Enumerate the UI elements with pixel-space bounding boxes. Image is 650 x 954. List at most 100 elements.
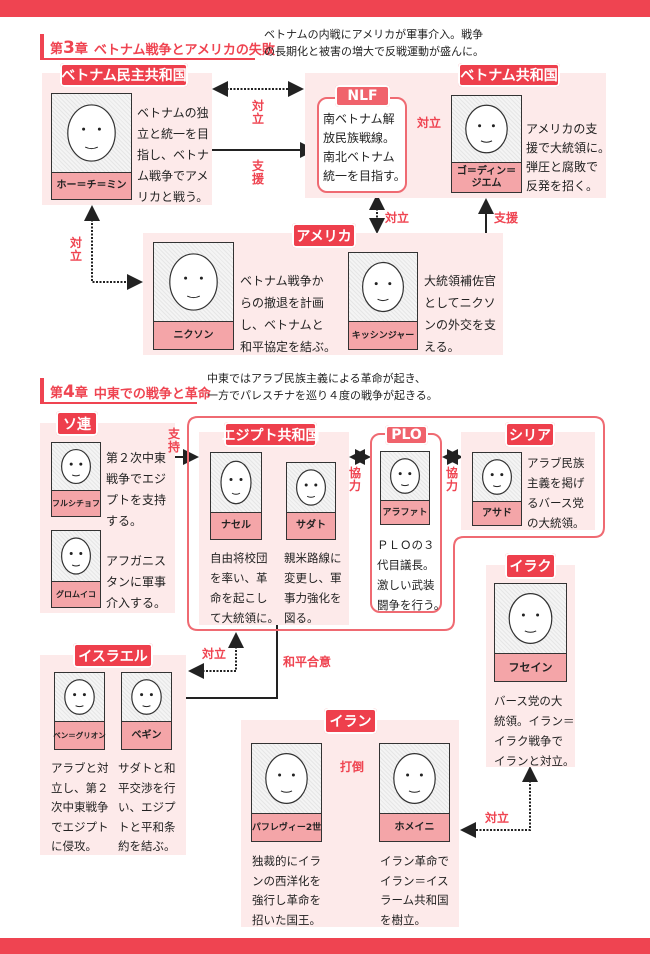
portrait-face-icon [296, 469, 326, 506]
desc-line: ベトナムの内戦にアメリカが軍事介入。戦争 [264, 28, 484, 41]
chapter-number: 3 [63, 38, 75, 58]
north-vietnam-tab: ベトナム民主共和国 [60, 63, 188, 87]
portrait-ben-gurion: ベン＝グリオン [53, 672, 106, 750]
khrushchev-text: 第２次中東戦争でエジプトを支持する。 [106, 445, 166, 529]
text-line: るバース党 [527, 496, 584, 510]
text-line: イラク戦争で [494, 734, 563, 748]
text-line: 立し、第２ [51, 780, 109, 795]
text-line: 次中東戦争 [51, 800, 109, 814]
text-line: ンの外交を支 [424, 318, 497, 332]
text-line: の大統領。 [527, 516, 585, 530]
text-line: 弾圧と腐敗で [526, 160, 599, 174]
person-name: フセイン [495, 653, 566, 681]
portrait-kissinger: キッシンジャー [348, 252, 418, 350]
text-line: アラブ民族 [527, 456, 585, 470]
text-line: 代目議長。 [377, 558, 435, 572]
chapter-suffix: 章 [74, 386, 88, 401]
text-line: イランと対立。 [494, 754, 575, 768]
portrait-face-icon [169, 253, 218, 311]
person-name: フルシチョフ [52, 490, 100, 516]
text-line: ベトナムの独 [137, 106, 209, 120]
wavy-arrow-egypt-israel [188, 632, 244, 679]
israel-tab: イスラエル [73, 643, 153, 668]
text-line: 自由将校団 [210, 551, 268, 565]
person-name: キッシンジャー [349, 321, 417, 349]
text-line: 約を結ぶ。 [118, 839, 176, 853]
text-line: 指し、ベトナ [137, 148, 210, 162]
portrait-face-icon [61, 537, 91, 575]
top-bar [0, 0, 650, 17]
text-line: 激しい武装 [377, 578, 435, 592]
chapter-title: ベトナム戦争とアメリカの失敗 [93, 43, 275, 58]
chapter-number: 4 [63, 382, 75, 402]
portrait-face-icon [390, 458, 420, 494]
person-name: サダト [287, 512, 335, 539]
pahlavi-text: 独裁的にイランの西洋化を強行し革命を招いた国王。 [252, 848, 321, 927]
label-nlf-south-conflict: 対立 [417, 116, 442, 130]
text-line: アメリカの支 [526, 122, 598, 136]
label-usa-south-support: 支援 [494, 211, 519, 225]
text-line: らの撤退を計画 [240, 296, 325, 310]
bottom-bar [0, 938, 650, 954]
nasser-text: 自由将校団を率い、革命を起こして大統領に。 [210, 545, 279, 625]
text-line: を率い、革 [210, 571, 268, 585]
label-khomeini-pahlavi-overthrow: 打倒 [340, 760, 365, 774]
label-north-south-conflict: 対立 [252, 99, 265, 126]
chapter3-heading: 第3章 ベトナム戦争とアメリカの失敗 [40, 34, 275, 60]
egypt-tab: エジプト共和国 [222, 422, 320, 447]
portrait-khomeini: ホメイニ [379, 743, 450, 842]
plo-tab: PLO [385, 425, 428, 445]
text-line: バース党の大 [494, 694, 563, 708]
portrait-begin: ベギン [121, 672, 172, 750]
person-name: ベン＝グリオン [53, 721, 106, 749]
text-line: える。 [424, 340, 460, 354]
khomeini-text: イラン革命でイラン＝イスラーム共和国を樹立。 [380, 848, 449, 927]
kissinger-text: 大統領補佐官としてニクソンの外交を支える。 [424, 268, 496, 356]
portrait-face-icon [362, 261, 404, 313]
text-line: 強行し革命を [252, 893, 321, 907]
text-line: 放民族戦線。 [323, 131, 396, 145]
wavy-arrow-north-usa [84, 205, 143, 290]
text-line: 闘争を行う。 [377, 598, 446, 612]
south-vietnam-tab: ベトナム共和国 [458, 63, 560, 87]
nlf-text: 南ベトナム解放民族戦線。南北ベトナム統一を目指す。 [323, 110, 406, 186]
text-line: ベトナム戦争か [240, 274, 324, 288]
label-plo-syria-cooperation: 協力 [446, 466, 459, 493]
label-north-nlf-support: 支援 [252, 159, 265, 186]
text-line: 介入する。 [106, 596, 167, 610]
text-line: イラン＝イス [380, 873, 449, 888]
chapter-label: 第 [50, 42, 64, 57]
text-line: 反発を招く。 [526, 179, 599, 193]
person-name: パフレヴィー2世 [252, 813, 321, 841]
person-name: ニクソン [154, 321, 233, 349]
text-line: タンに軍事 [106, 575, 167, 589]
iraq-tab: イラク [505, 553, 556, 579]
chapter4-heading: 第4章 中東での戦争と革命 [40, 378, 211, 404]
portrait-gromyko: グロムイコ [51, 530, 101, 608]
person-name: グロムイコ [52, 581, 100, 607]
person-name: ホー＝チ＝ミン [52, 172, 131, 199]
south-vietnam-text: アメリカの支援で大統領に。弾圧と腐敗で反発を招く。 [526, 120, 610, 196]
ussr-tab: ソ連 [56, 411, 98, 436]
text-line: 平交渉を行 [118, 780, 176, 795]
text-line: 親米路線に [284, 551, 342, 565]
chapter-title: 中東での戦争と革命 [93, 387, 211, 402]
label-egypt-plo-cooperation: 協力 [349, 466, 362, 493]
text-line: 主義を掲げ [527, 476, 585, 490]
person-name: ベギン [122, 721, 171, 749]
text-line: 和平協定を結ぶ。 [240, 340, 337, 354]
chapter-suffix: 章 [74, 42, 88, 57]
desc-line: 中東ではアラブ民族主義による革命が起き、 [207, 372, 426, 385]
label-north-usa-conflict: 対立 [70, 236, 83, 263]
north-vietnam-text: ベトナムの独立と統一を目指し、ベトナム戦争でアメリカと戦う。 [137, 100, 209, 205]
portrait-asad: アサド [472, 452, 522, 526]
syria-text: アラブ民族主義を掲げるバース党の大統領。 [527, 450, 585, 530]
text-line: 大統領補佐官 [424, 274, 497, 288]
text-line: 統領。イラン＝ [494, 714, 575, 728]
syria-tab: シリア [505, 422, 555, 447]
chapter4-description: 中東ではアラブ民族主義による革命が起き、 一方でパレスチナを巡り４度の戦争が起き… [207, 370, 438, 404]
wavy-arrow-iran-iraq [460, 766, 538, 838]
text-line: サダトと和 [118, 761, 176, 775]
text-line: 戦争でエジ [106, 472, 167, 486]
begin-text: サダトと和平交渉を行い、エジプトと平和条約を結ぶ。 [118, 755, 176, 853]
